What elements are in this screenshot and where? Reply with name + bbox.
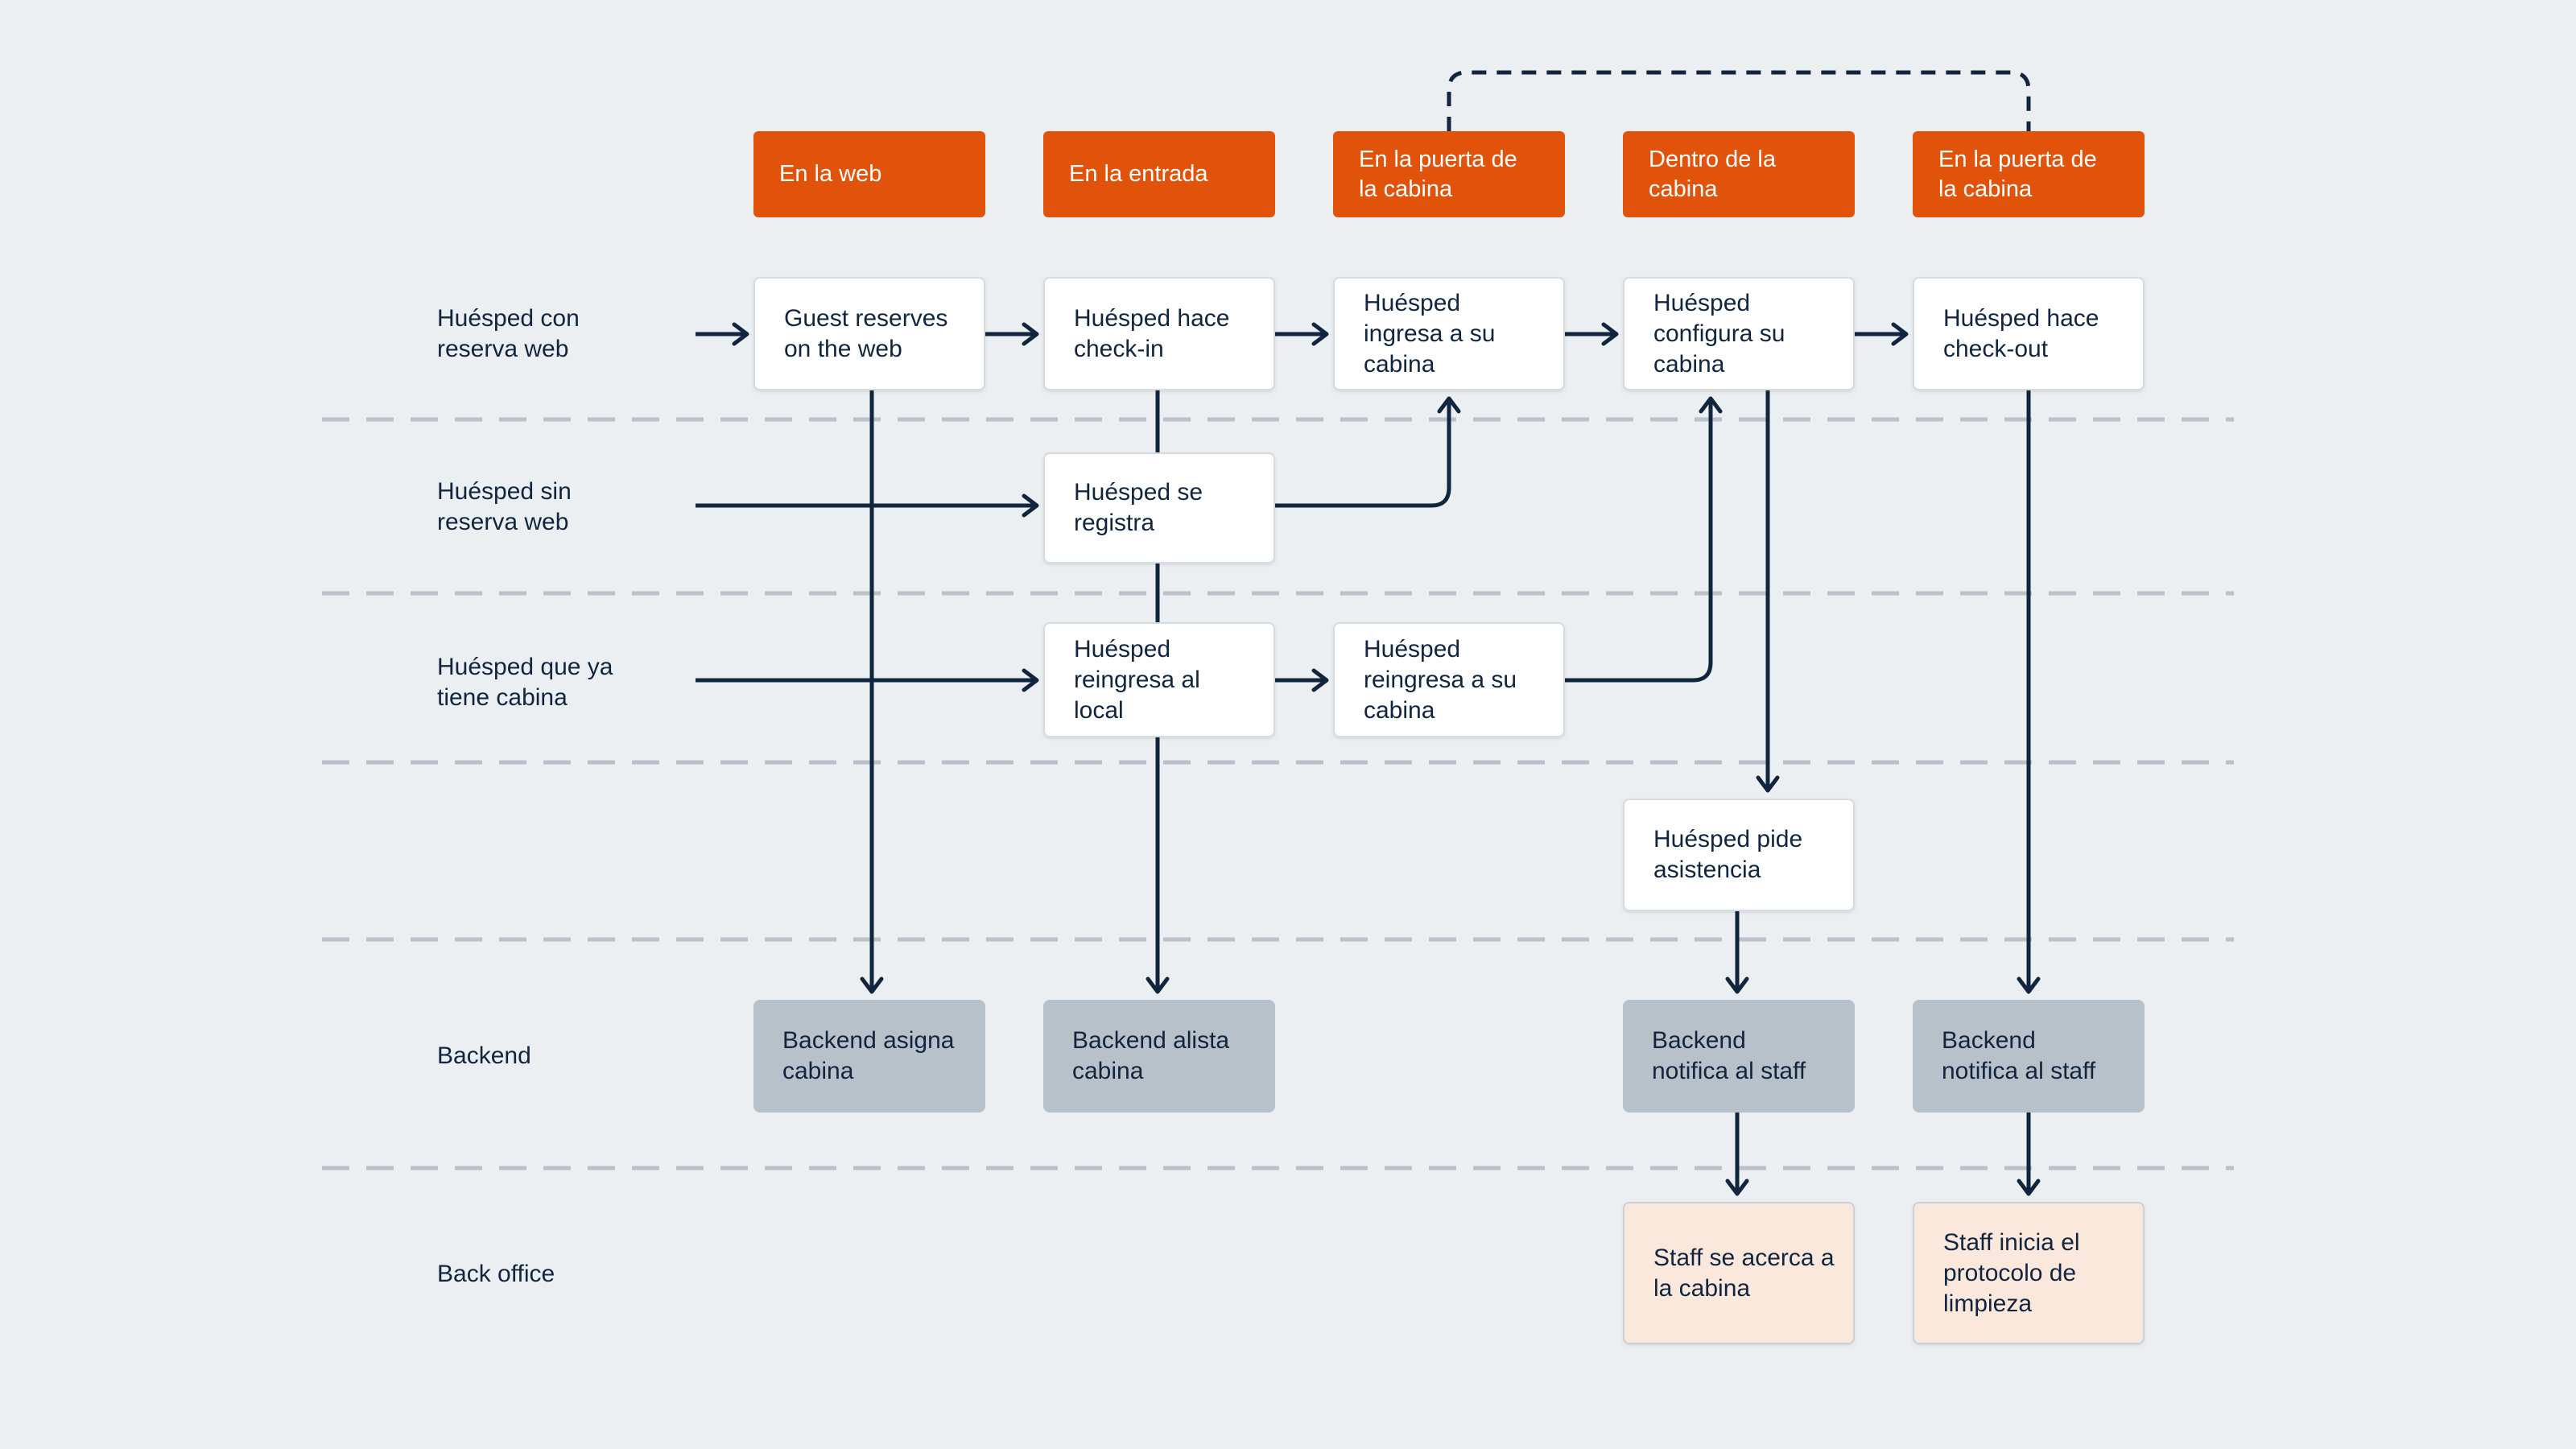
node-huesped-ingresa-cabina: Huésped ingresa a su cabina [1333,277,1565,390]
node-guest-reserves-web: Guest reserves on the web [753,277,985,390]
node-huesped-se-registra: Huésped se registra [1043,452,1275,564]
stage-header-en-la-entrada: En la entrada [1043,131,1275,217]
node-backend-notifica-staff-1: Backend notifica al staff [1623,1000,1855,1113]
node-backend-alista-cabina: Backend alista cabina [1043,1000,1275,1113]
node-huesped-check-in: Huésped hace check-in [1043,277,1275,390]
lane-label-huesped-ya-tiene-cabina: Huésped que ya tiene cabina [437,654,613,711]
node-huesped-check-out: Huésped hace check-out [1913,277,2145,390]
stage-header-puerta-cabina-2: En la puerta de la cabina [1913,131,2145,217]
node-huesped-reingresa-local: Huésped reingresa al local [1043,622,1275,737]
lane-label-huesped-sin-reserva: Huésped sin reserva web [437,478,572,535]
stage-header-en-la-web: En la web [753,131,985,217]
node-staff-protocolo-limpieza: Staff inicia el protocolo de limpieza [1913,1202,2145,1344]
node-huesped-configura-cabina: Huésped configura su cabina [1623,277,1855,390]
stage-header-dentro-cabina: Dentro de la cabina [1623,131,1855,217]
lane-label-back-office: Back office [437,1261,555,1287]
node-staff-se-acerca-cabina: Staff se acerca a la cabina [1623,1202,1855,1344]
lane-label-huesped-con-reserva: Huésped con reserva web [437,305,580,362]
lane-label-backend: Backend [437,1042,531,1069]
door-stages-dashed-link [1447,70,2031,131]
node-backend-notifica-staff-2: Backend notifica al staff [1913,1000,2145,1113]
node-huesped-pide-asistencia: Huésped pide asistencia [1623,799,1855,911]
lane-separators [322,417,2234,1170]
node-huesped-reingresa-cabina: Huésped reingresa a su cabina [1333,622,1565,737]
node-backend-asigna-cabina: Backend asigna cabina [753,1000,985,1113]
stage-header-puerta-cabina-1: En la puerta de la cabina [1333,131,1565,217]
